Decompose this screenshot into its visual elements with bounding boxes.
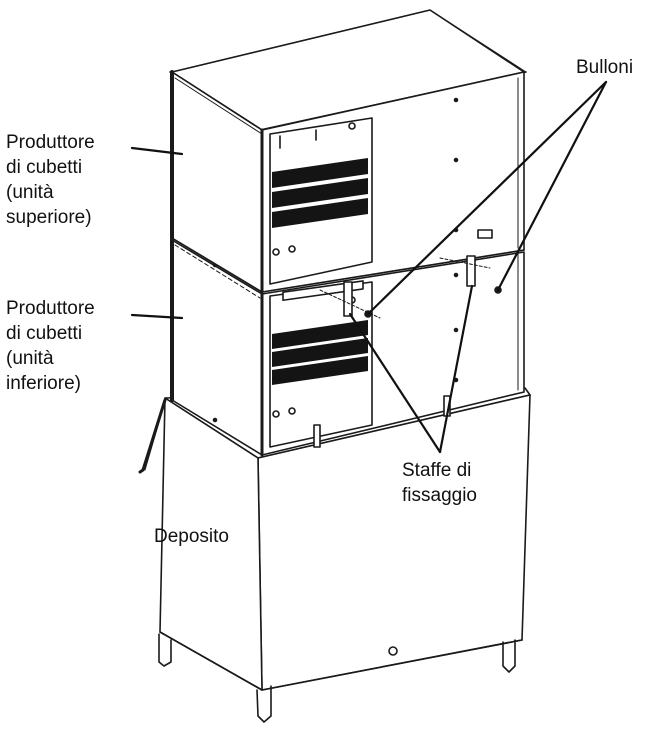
- bin-legs: [158, 633, 516, 723]
- leader-lines: [130, 80, 608, 454]
- label-bolts: Bulloni: [576, 55, 633, 80]
- leader-bracket-2: [438, 284, 474, 454]
- label-upper-unit-line-1: Produttore: [6, 132, 95, 153]
- label-upper-unit-line-4: superiore): [6, 207, 92, 228]
- label-lower-unit-line-3: (unità: [6, 348, 54, 369]
- leader-bolt-1: [366, 80, 608, 316]
- label-upper-unit-line-3: (unità: [6, 182, 54, 203]
- label-bolts-text: Bulloni: [576, 57, 634, 78]
- leader-lower-unit: [130, 313, 184, 320]
- label-lower-unit: Produttore di cubetti (unità inferiore): [6, 296, 95, 396]
- label-brackets-line-2: fissaggio: [402, 485, 477, 506]
- mounting-brackets: [319, 255, 491, 319]
- label-bin-text: Deposito: [154, 526, 229, 547]
- label-lower-unit-line-4: inferiore): [6, 373, 81, 394]
- label-lower-unit-line-2: di cubetti: [6, 323, 83, 344]
- label-upper-unit: Produttore di cubetti (unità superiore): [6, 130, 95, 230]
- leader-upper-unit: [130, 146, 184, 156]
- leader-bolt-2: [496, 80, 608, 292]
- label-brackets-line-1: Staffe di: [402, 460, 472, 481]
- label-brackets: Staffe di fissaggio: [402, 458, 477, 508]
- upper-unit: [169, 9, 527, 294]
- leader-bracket-1: [348, 312, 442, 454]
- drain-plug: [388, 646, 398, 656]
- label-lower-unit-line-1: Produttore: [6, 298, 95, 319]
- label-bin: Deposito: [154, 524, 229, 549]
- label-upper-unit-line-2: di cubetti: [6, 157, 83, 178]
